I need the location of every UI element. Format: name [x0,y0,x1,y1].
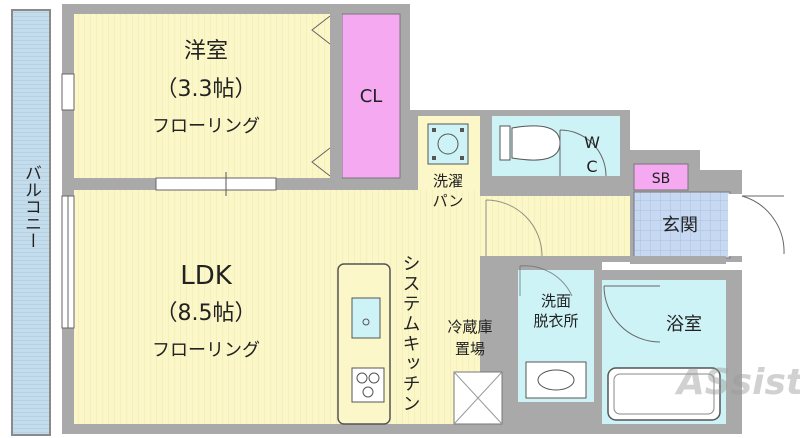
closet-door [311,15,331,45]
wash-basin [525,361,587,399]
bathroom-door-swing [603,285,661,343]
western-room-floor-label: フローリング [152,116,260,137]
toilet [499,125,561,161]
closet-label: CL [360,86,383,107]
washer-pan-label: 洗濯パン [433,172,464,210]
window [155,177,277,191]
washroom-door-swing [519,265,573,297]
balcony [11,9,51,436]
ldk-floor-label: フローリング [152,340,260,361]
shoe-box-label: SB [652,171,671,187]
window [61,73,75,111]
washer-drain [437,133,459,155]
western-room-floor [74,14,330,178]
ldk-size: （8.5帖） [156,301,257,326]
hall-door-swing [485,199,543,257]
entrance-label: 玄関 [662,215,698,236]
kitchen-sink [351,297,381,339]
closet-door [311,147,331,177]
bathtub [607,367,721,421]
balcony-label: バルコニー [21,164,41,249]
western-room-size: （3.3帖） [156,77,257,102]
bathroom-label: 浴室 [666,314,702,335]
ldk-name: LDK [180,261,233,291]
washroom-label: 洗面脱衣所 [533,292,578,330]
closet [341,13,401,179]
kitchen-label: システムキッチン [400,254,421,414]
entrance-door-swing [741,195,785,255]
wc-door-swing [559,129,607,177]
shoe-box [633,163,689,191]
kitchen-stove [351,367,385,403]
western-room-name: 洋室 [184,39,228,64]
watermark-logo: ASsist [674,362,800,403]
fridge-label: 冷蔵庫置場 [447,318,492,358]
